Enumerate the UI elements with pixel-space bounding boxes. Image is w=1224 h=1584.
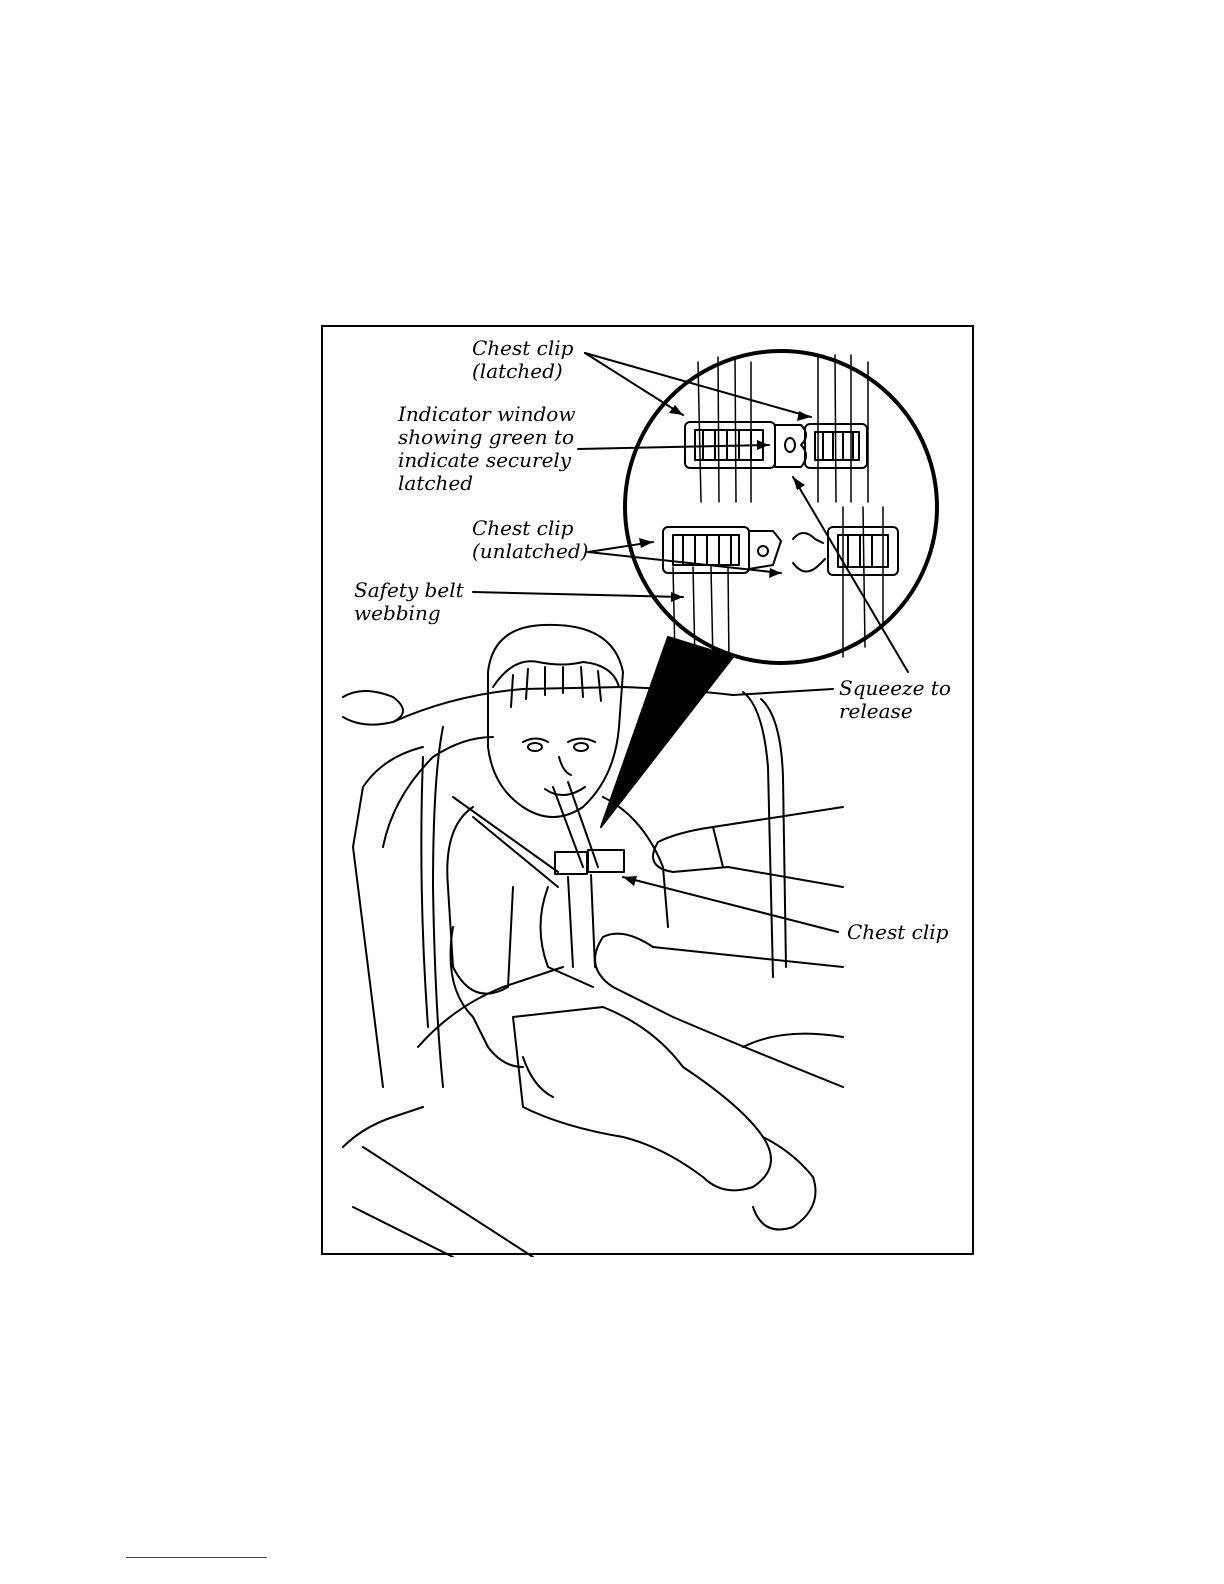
adult-arms (541, 807, 844, 1087)
label-safety-belt-webbing: Safety belt webbing (354, 579, 464, 625)
label-chest-clip-unlatched: Chest clip (unlatched) (472, 517, 588, 563)
child-figure (447, 625, 815, 1230)
label-squeeze-to-release: Squeeze to release (839, 677, 951, 723)
label-chest-clip: Chest clip (847, 921, 948, 944)
latched-clip (685, 422, 867, 468)
label-chest-clip-latched: Chest clip (latched) (472, 337, 573, 383)
child-seat-chest-clip-illustration: Chest clip (latched) Indicator window sh… (321, 325, 974, 1255)
unlatched-clip (663, 527, 898, 575)
footer-rule (126, 1557, 267, 1558)
label-indicator-window: Indicator window showing green to indica… (398, 403, 575, 495)
vehicle-seat (343, 687, 786, 1257)
